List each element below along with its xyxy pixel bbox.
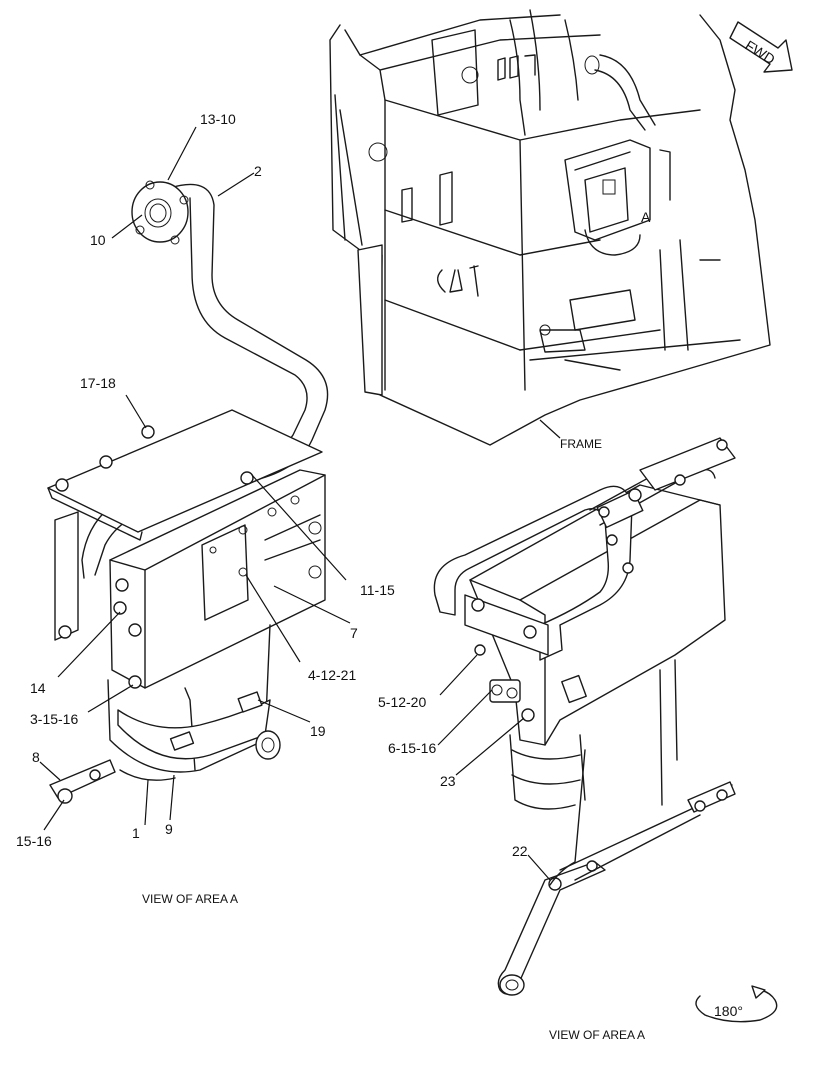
callout-7: 7 (350, 625, 358, 641)
right-view-caption: VIEW OF AREA A (549, 1028, 645, 1042)
callout-5-12-20: 5-12-20 (378, 694, 426, 710)
callout-10: 10 (90, 232, 106, 248)
left-view-caption: VIEW OF AREA A (142, 892, 238, 906)
frame-label: FRAME (560, 437, 602, 451)
callout-17-18: 17-18 (80, 375, 116, 391)
callout-14: 14 (30, 680, 46, 696)
callout-13-10: 13-10 (200, 111, 236, 127)
callout-11-15: 11-15 (360, 582, 395, 598)
left-assembly (47, 180, 329, 804)
callout-8: 8 (32, 749, 40, 765)
callout-23: 23 (440, 773, 456, 789)
right-assembly (433, 437, 778, 1023)
callout-1: 1 (132, 825, 140, 841)
callout-4-12-21: 4-12-21 (308, 667, 356, 683)
right-leaders (437, 654, 551, 881)
callout-19: 19 (310, 723, 326, 739)
rotate-180-icon (695, 985, 778, 1023)
machine-overview (329, 9, 793, 446)
callout-6-15-16: 6-15-16 (388, 740, 436, 756)
area-a-marker: A (641, 209, 651, 225)
callout-3-15-16: 3-15-16 (30, 711, 78, 727)
callout-15-16: 15-16 (16, 833, 52, 849)
left-leaders (39, 126, 351, 831)
callout-9: 9 (165, 821, 173, 837)
rotation-label: 180° (714, 1003, 743, 1019)
callout-22: 22 (512, 843, 528, 859)
callout-2: 2 (254, 163, 262, 179)
fwd-arrow-icon (729, 21, 793, 73)
